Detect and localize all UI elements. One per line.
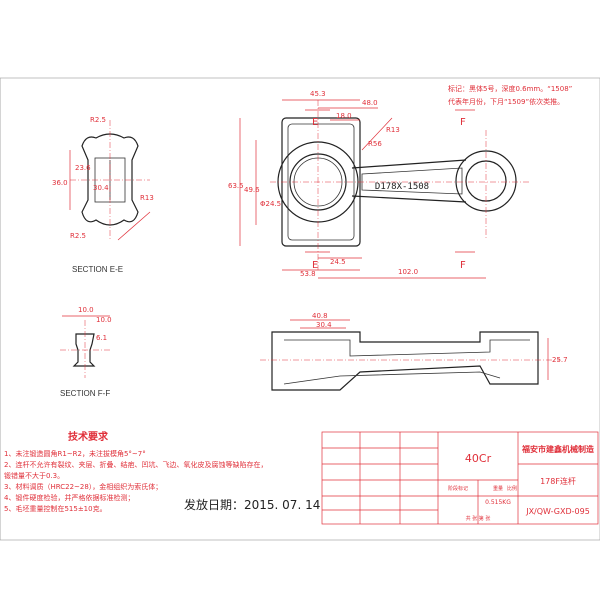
title-block: 40Cr 福安市建鑫机械制造 178F连杆 阶段标记 重量 比例 0.515KG…	[321, 431, 599, 525]
main-dim-phi245: Φ24.5	[260, 200, 281, 208]
release-label: 发放日期：	[184, 497, 244, 512]
main-dim-180: 18.0	[336, 112, 352, 120]
side-dim-304: 30.4	[316, 321, 332, 329]
title-weight: 0.515KG	[485, 499, 511, 506]
main-dim-r13: R13	[386, 126, 400, 134]
side-view: 40.8 30.4 25.7	[260, 312, 568, 391]
section-e-dim-36: 36.0	[52, 179, 68, 187]
title-drawing-no: JX/QW-GXD-095	[525, 507, 590, 516]
marking-note-line1: 标记：黑体5号，深度0.6mm。“1508”	[448, 84, 572, 93]
main-dim-538: 53.8	[300, 270, 316, 278]
section-mark-e-bottom: E	[312, 260, 318, 271]
section-mark-f-bottom: F	[460, 260, 466, 271]
sheet-frame	[0, 77, 600, 541]
title-part-name: 178F连杆	[540, 476, 576, 486]
main-dim-453: 45.3	[310, 90, 326, 98]
tech-item-5: 5、毛坯重量控制在515±10克。	[4, 504, 107, 513]
section-mark-f-top: F	[460, 117, 466, 128]
section-e-view: 36.0 23.6 30.4 R2.5 R13 R2.5 SECTION E-E	[52, 116, 154, 274]
marking-note-line2: 代表年月份，下月“1509”依次类推。	[448, 97, 564, 106]
main-dim-245: 24.5	[330, 258, 346, 266]
title-weight-label: 重量	[493, 485, 503, 492]
main-dim-496: 49.6	[244, 186, 260, 194]
main-dim-480: 48.0	[362, 99, 378, 107]
side-dim-408: 40.8	[312, 312, 328, 320]
section-e-dim-23: 23.6	[75, 164, 91, 172]
main-dim-r56: R56	[368, 140, 382, 148]
section-e-dim-30: 30.4	[93, 184, 109, 192]
section-mark-e-top: E	[312, 117, 318, 128]
title-material: 40Cr	[465, 452, 492, 465]
section-e-dim-r25a: R2.5	[90, 116, 106, 124]
section-f-view: 10.0 10.0 6.1 SECTION F-F	[60, 306, 112, 398]
main-dim-635: 63.5	[228, 182, 244, 190]
section-e-dim-r25b: R2.5	[70, 232, 86, 240]
technical-requirements: 技术要求 1、未注锻造圆角R1~R2，未注拔模角5°~7° 2、连杆不允许有裂纹…	[4, 430, 267, 513]
section-f-label: SECTION F-F	[60, 389, 110, 398]
title-company: 福安市建鑫机械制造	[521, 444, 594, 454]
main-view: D178X-1508 E E F F 45.3 48.0 18.0 R56 R1…	[228, 90, 530, 279]
tech-item-1: 1、未注锻造圆角R1~R2，未注拔模角5°~7°	[4, 449, 146, 458]
tech-item-3: 3、材料调质（HRC22~28），金相组织为索氏体；	[4, 482, 162, 491]
section-f-dim-6: 6.1	[96, 334, 107, 342]
tech-title: 技术要求	[68, 430, 109, 443]
section-e-dim-r13a: R13	[140, 194, 154, 202]
tech-item-4: 4、锻件硬度检验，并严格依据标准检测；	[4, 493, 134, 502]
tech-item-2b: 锻错量不大于0.3。	[4, 471, 64, 480]
section-f-dim-10b: 10.0	[96, 316, 112, 324]
rod-marking-text: D178X-1508	[375, 182, 429, 192]
release-date-value: 2015. 07. 14	[244, 498, 320, 512]
tech-item-2: 2、连杆不允许有裂纹、夹层、折叠、结疤、凹坑、飞边、氧化皮及腐蚀等缺陷存在，	[4, 460, 267, 469]
section-e-label: SECTION E-E	[72, 265, 123, 274]
title-sheet-label: 共 张 第 张	[466, 515, 491, 522]
main-dim-102: 102.0	[398, 268, 418, 276]
release-date: 发放日期： 2015. 07. 14	[184, 497, 320, 512]
title-scale-label: 比例	[507, 485, 517, 492]
side-dim-257: 25.7	[552, 356, 568, 364]
section-f-dim-10a: 10.0	[78, 306, 94, 314]
marking-note: 标记：黑体5号，深度0.6mm。“1508” 代表年月份，下月“1509”依次类…	[448, 84, 572, 106]
title-stage-label: 阶段标记	[448, 485, 468, 492]
